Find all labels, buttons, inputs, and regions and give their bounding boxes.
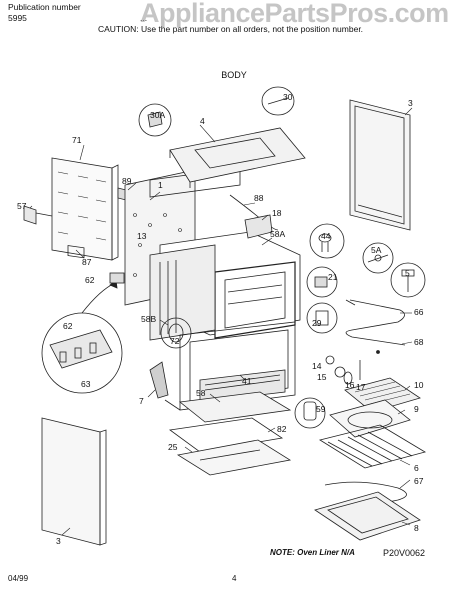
callout-18: 18 [272,208,282,218]
callout-59: 59 [316,404,326,414]
callout-15: 15 [317,372,327,382]
leveling-leg-5 [390,262,426,298]
part-29 [306,302,338,334]
callout-5: 5 [405,268,410,278]
side-panel-3-left [41,417,107,546]
bottom-panel-58 [179,391,292,423]
broil-pan-9 [329,399,411,438]
part-14 [325,355,335,365]
callout-5A: 5A [371,245,382,255]
callout-9: 9 [414,404,419,414]
callout-30: 30 [283,92,293,102]
top-panel-4 [169,127,306,188]
broil-pan-insert-10 [344,377,421,413]
callout-89: 89 [122,176,132,186]
oven-liner-note: NOTE: Oven Liner N/A [270,548,355,557]
callout-71: 71 [72,135,82,145]
drawer-bottom-8 [314,491,421,541]
callout-68: 68 [414,337,424,347]
callout-63: 63 [81,379,91,389]
broil-element-67 [324,481,407,509]
callout-7: 7 [139,396,144,406]
callout-62-small: 62 [85,275,95,285]
watermark-text: AppliancePartsPros.com [140,0,449,28]
callout-21: 21 [328,272,338,282]
drawer-25 [176,439,292,476]
callout-29: 29 [312,318,322,328]
terminal-block-62 [41,279,123,394]
callout-30A: 30A [150,110,165,120]
clip-30A [138,103,172,137]
callout-58B: 58B [141,314,156,324]
callout-4: 4 [200,116,205,126]
bake-element-66 [345,299,406,354]
panel-82 [168,417,284,453]
part-44 [309,223,345,259]
callout-82: 82 [277,424,287,434]
callout-25: 25 [168,442,178,452]
issue-date: 04/99 [8,574,29,583]
callout-16: 16 [345,380,355,390]
figure-code: P20V0062 [383,548,426,558]
part-5A [362,242,394,274]
callout-44: 44 [321,231,331,241]
model-fragment: ... [140,13,148,23]
oven-rack-6 [318,424,427,469]
callout-8: 8 [414,523,419,533]
callout-58: 58 [196,388,206,398]
callout-62: 62 [63,321,73,331]
callout-1: 1 [158,180,163,190]
callout-13: 13 [137,231,147,241]
callout-72: 72 [170,336,180,346]
oven-cavity [149,231,301,341]
side-panel-3-right [349,99,411,231]
part-16 [343,371,353,385]
part-72 [160,317,192,349]
section-title: BODY [221,70,247,80]
part-59 [294,397,326,429]
bracket-57 [23,205,37,225]
callout-41: 41 [242,376,252,386]
callout-57: 57 [17,201,27,211]
part-15 [334,366,346,378]
callout-17: 17 [356,382,366,392]
callout-66: 66 [414,307,424,317]
part-21 [306,266,338,298]
callout-87: 87 [82,257,92,267]
callout-3-right: 3 [408,98,413,108]
callout-10: 10 [414,380,424,390]
publication-label: Publication number [8,2,81,12]
rear-panel-71 [51,157,119,261]
bracket-18 [244,214,273,239]
callout-58A: 58A [270,229,285,239]
callout-6: 6 [414,463,419,473]
screw-30 [261,86,295,116]
callout-3-left: 3 [56,536,61,546]
callout-88: 88 [254,193,264,203]
callout-14: 14 [312,361,322,371]
caution-text: CAUTION: Use the part number on all orde… [98,24,364,34]
publication-number: 5995 [8,13,27,23]
callout-67: 67 [414,476,424,486]
hinge-7 [149,361,169,399]
part-62-small [109,272,125,284]
page-number: 4 [232,574,237,583]
